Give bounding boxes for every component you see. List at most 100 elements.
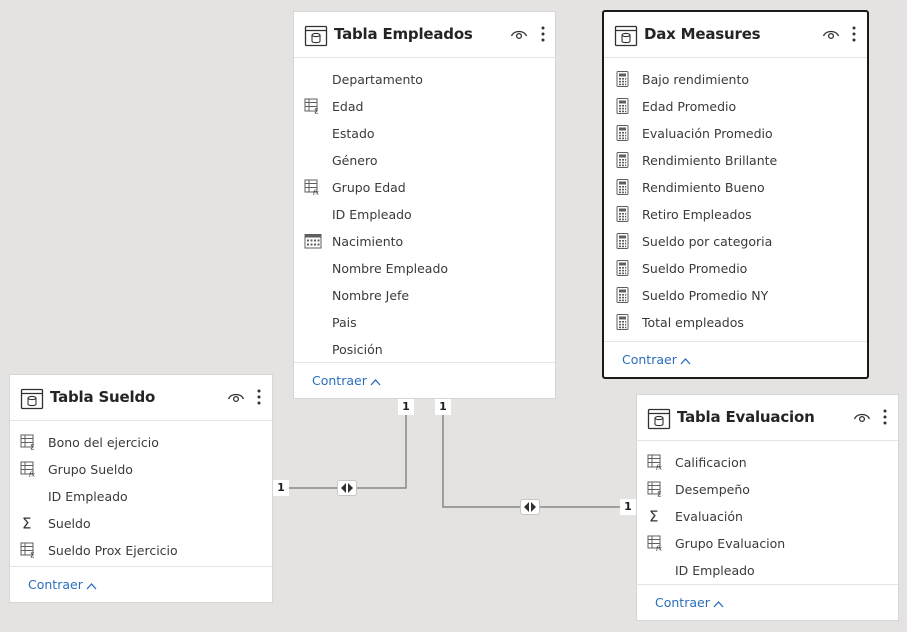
eye-icon[interactable]: [822, 27, 840, 41]
field-row[interactable]: ID Empleado: [647, 557, 888, 584]
more-options-icon[interactable]: [254, 387, 264, 407]
table-footer: Contraer: [10, 566, 272, 602]
field-row[interactable]: Género: [304, 147, 545, 174]
field-row[interactable]: Sueldo Promedio: [614, 255, 857, 282]
field-row[interactable]: ID Empleado: [20, 483, 262, 510]
field-row[interactable]: Σ Desempeño: [647, 476, 888, 503]
svg-text:Σ: Σ: [657, 491, 661, 498]
collapse-link[interactable]: Contraer: [28, 577, 97, 592]
field-label: Grupo Edad: [332, 180, 406, 195]
cardinality-badge-empleados-evaluacion: 1: [435, 399, 451, 415]
collapse-link[interactable]: Contraer: [312, 373, 381, 388]
collapse-link[interactable]: Contraer: [655, 595, 724, 610]
calculated-column-icon: fx: [304, 179, 322, 197]
table-header[interactable]: Tabla Empleados: [294, 12, 555, 58]
measure-calculator-icon: [614, 152, 632, 168]
field-row[interactable]: Nombre Jefe: [304, 282, 545, 309]
field-row[interactable]: Retiro Empleados: [614, 201, 857, 228]
cardinality-badge-empleados-sueldo: 1: [398, 399, 414, 415]
svg-text:fx: fx: [312, 189, 319, 196]
cardinality-badge-evaluacion: 1: [620, 499, 636, 515]
field-row[interactable]: fx Grupo Edad: [304, 174, 545, 201]
table-footer: Contraer: [604, 341, 867, 377]
field-row[interactable]: Pais: [304, 309, 545, 336]
field-icon-placeholder: [304, 260, 322, 276]
more-options-icon[interactable]: [880, 407, 890, 427]
calendar-icon: [304, 233, 322, 249]
table-icon: [20, 388, 44, 410]
svg-text:fx: fx: [655, 545, 662, 552]
table-header[interactable]: Dax Measures: [604, 12, 867, 58]
field-row[interactable]: fx Grupo Evaluacion: [647, 530, 888, 557]
chevron-up-icon: [370, 378, 381, 385]
table-title: Tabla Sueldo: [50, 388, 156, 406]
table-footer: Contraer: [637, 584, 898, 620]
field-icon-placeholder: [20, 488, 38, 504]
sigma-column-icon: Σ: [20, 434, 38, 452]
field-row[interactable]: ID Empleado: [304, 201, 545, 228]
eye-icon[interactable]: [227, 390, 245, 404]
field-row[interactable]: Nacimiento: [304, 228, 545, 255]
field-label: Género: [332, 153, 378, 168]
measure-calculator-icon: [614, 71, 632, 87]
field-icon-placeholder: [304, 206, 322, 222]
field-row[interactable]: Nombre Empleado: [304, 255, 545, 282]
field-label: Evaluación Promedio: [642, 126, 773, 141]
field-row[interactable]: Bajo rendimiento: [614, 66, 857, 93]
svg-text:Σ: Σ: [22, 515, 31, 531]
field-label: Grupo Evaluacion: [675, 536, 786, 551]
calculated-column-icon: fx: [647, 535, 665, 553]
eye-icon[interactable]: [510, 27, 528, 41]
field-row[interactable]: Rendimiento Brillante: [614, 147, 857, 174]
sigma-icon: Σ: [20, 515, 38, 533]
field-label: ID Empleado: [675, 563, 755, 578]
bidirectional-filter-icon[interactable]: [337, 480, 357, 496]
field-row[interactable]: Estado: [304, 120, 545, 147]
field-row[interactable]: Total empleados: [614, 309, 857, 336]
collapse-link[interactable]: Contraer: [622, 352, 691, 367]
field-row[interactable]: Evaluación Promedio: [614, 120, 857, 147]
field-label: Grupo Sueldo: [48, 462, 133, 477]
table-header[interactable]: Tabla Sueldo: [10, 375, 272, 421]
measure-calculator-icon: [614, 287, 632, 303]
measure-calculator-icon: [614, 233, 632, 249]
more-options-icon[interactable]: [538, 24, 548, 44]
field-row[interactable]: Posición: [304, 336, 545, 363]
field-label: Sueldo Prox Ejercicio: [48, 543, 178, 558]
field-icon-placeholder: [304, 287, 322, 303]
field-label: Desempeño: [675, 482, 750, 497]
field-row[interactable]: Edad Promedio: [614, 93, 857, 120]
field-row[interactable]: Σ Sueldo Prox Ejercicio: [20, 537, 262, 564]
field-label: Estado: [332, 126, 375, 141]
field-label: Retiro Empleados: [642, 207, 752, 222]
field-label: Sueldo por categoria: [642, 234, 773, 249]
field-icon-placeholder: [304, 341, 322, 357]
field-label: Calificacion: [675, 455, 747, 470]
field-row[interactable]: Sueldo por categoria: [614, 228, 857, 255]
field-icon-placeholder: [304, 71, 322, 87]
table-header[interactable]: Tabla Evaluacion: [637, 395, 898, 441]
field-label: Edad: [332, 99, 364, 114]
chevron-up-icon: [86, 582, 97, 589]
more-options-icon[interactable]: [849, 24, 859, 44]
field-row[interactable]: Departamento: [304, 66, 545, 93]
field-row[interactable]: Sueldo Promedio NY: [614, 282, 857, 309]
field-row[interactable]: Rendimiento Bueno: [614, 174, 857, 201]
eye-icon[interactable]: [853, 410, 871, 424]
table-icon: [304, 25, 328, 47]
bidirectional-filter-icon[interactable]: [520, 499, 540, 515]
chevron-up-icon: [680, 357, 691, 364]
table-icon: [614, 25, 638, 47]
svg-text:Σ: Σ: [30, 552, 34, 559]
